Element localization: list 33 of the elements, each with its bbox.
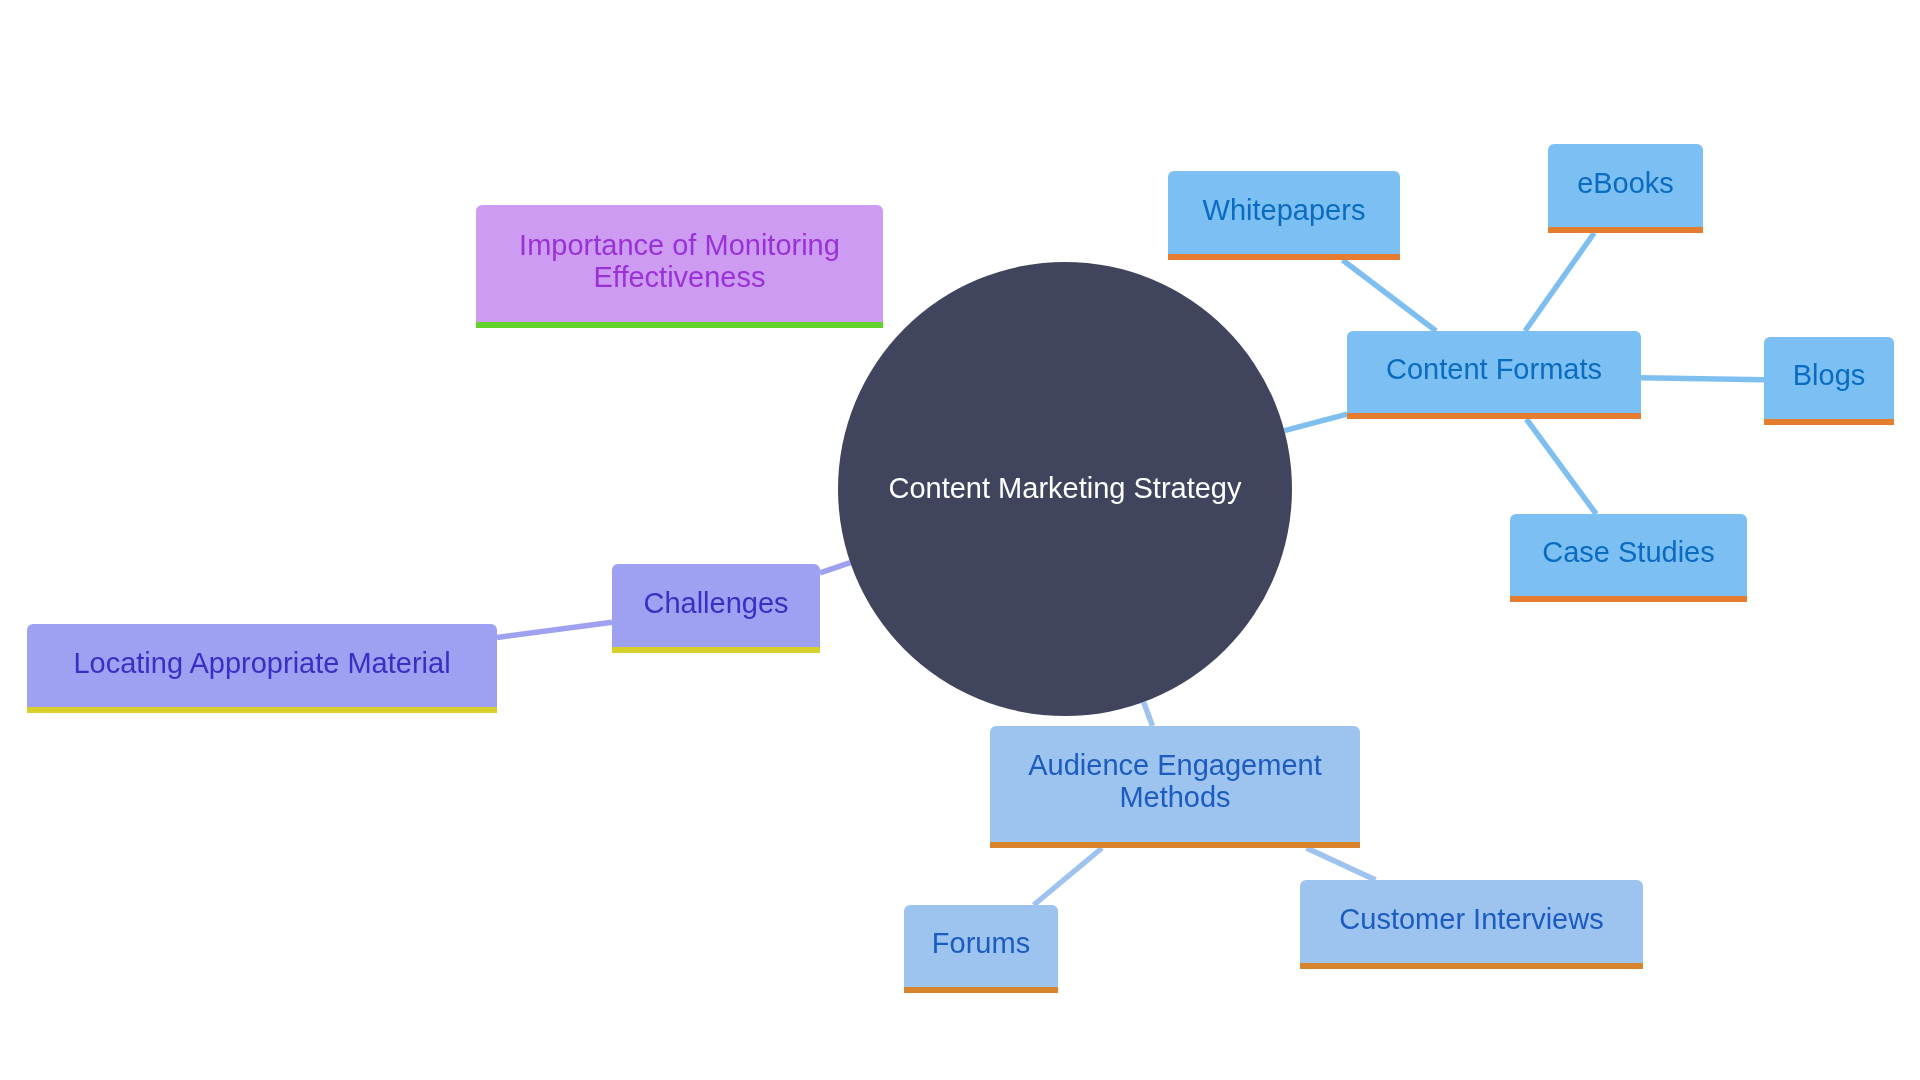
topic-box: [1347, 331, 1641, 419]
topic-box: [1300, 880, 1643, 969]
topic-box: [990, 726, 1360, 848]
topic-box: [1510, 514, 1747, 602]
connector-line: [1522, 231, 1597, 333]
topic-box: [1168, 171, 1400, 260]
connector-line: [1340, 257, 1438, 334]
node-label: Content Formats: [1386, 354, 1602, 386]
connector-line: [1305, 845, 1377, 883]
node-label: eBooks: [1577, 167, 1674, 200]
connector-line: [496, 619, 613, 641]
node-label: Content Marketing Strategy: [888, 473, 1242, 505]
topic-box: [27, 624, 497, 713]
node-label: Whitepapers: [1202, 194, 1366, 227]
node-label: Challenges: [643, 587, 789, 620]
topic-box: [1764, 337, 1894, 425]
node-label: Blogs: [1792, 360, 1866, 392]
node-label: Customer Interviews: [1339, 903, 1604, 936]
connector-line: [1283, 411, 1348, 434]
topic-box: [476, 205, 883, 328]
topic-box: [1548, 144, 1703, 233]
node-label: Case Studies: [1542, 537, 1715, 569]
connector-line: [1524, 417, 1599, 516]
node-label: Locating Appropriate Material: [73, 647, 451, 680]
node-label: Importance of Monitoring Effectiveness: [518, 229, 841, 294]
node-label: Audience Engagement Methods: [1027, 750, 1323, 814]
connector-line: [1031, 845, 1104, 908]
topic-box: [904, 905, 1058, 993]
connector-line: [1640, 374, 1765, 383]
topic-box: [612, 564, 820, 653]
node-label: Forums: [931, 928, 1031, 960]
connector-line: [1141, 701, 1156, 727]
connector-line: [819, 559, 852, 576]
